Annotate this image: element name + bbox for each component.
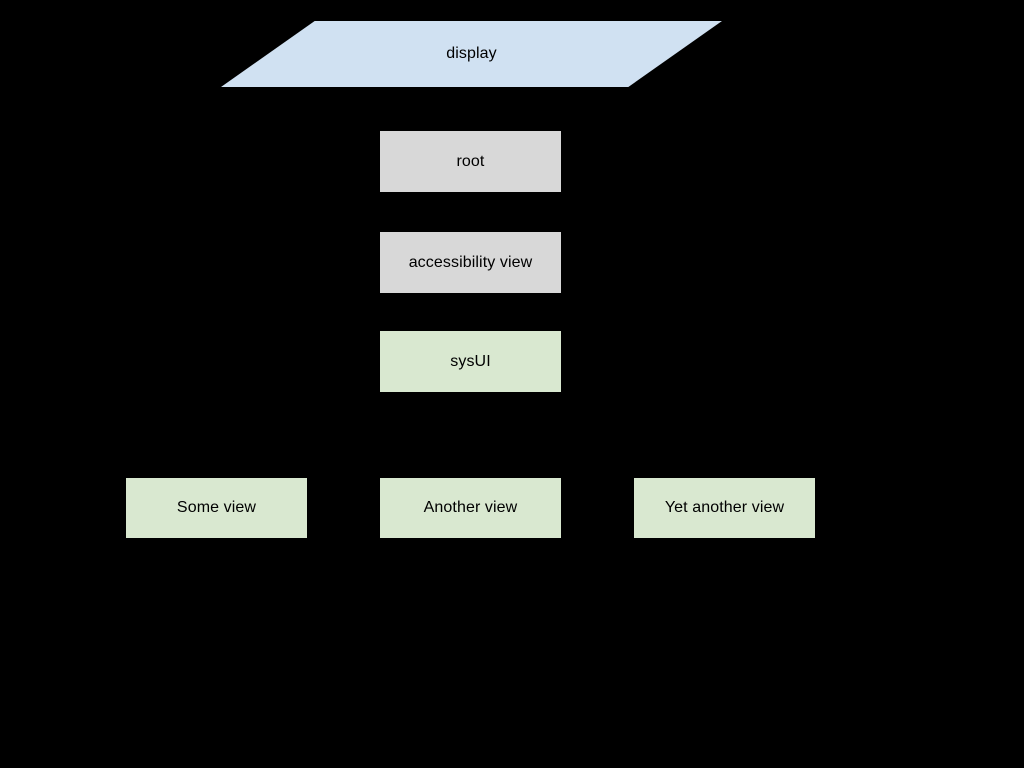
node-another-view[interactable]: Another view (380, 478, 561, 538)
sysui-shape (380, 331, 561, 392)
yet-another-view-shape (634, 478, 815, 538)
root-shape (380, 131, 561, 192)
node-display[interactable]: display (221, 21, 722, 87)
node-some-view[interactable]: Some view (126, 478, 307, 538)
node-root[interactable]: root (380, 131, 561, 192)
accessibility-view-shape (380, 232, 561, 293)
node-accessibility-view[interactable]: accessibility view (380, 232, 561, 293)
display-shape (221, 21, 722, 87)
another-view-shape (380, 478, 561, 538)
node-yet-another-view[interactable]: Yet another view (634, 478, 815, 538)
some-view-shape (126, 478, 307, 538)
node-sysui[interactable]: sysUI (380, 331, 561, 392)
